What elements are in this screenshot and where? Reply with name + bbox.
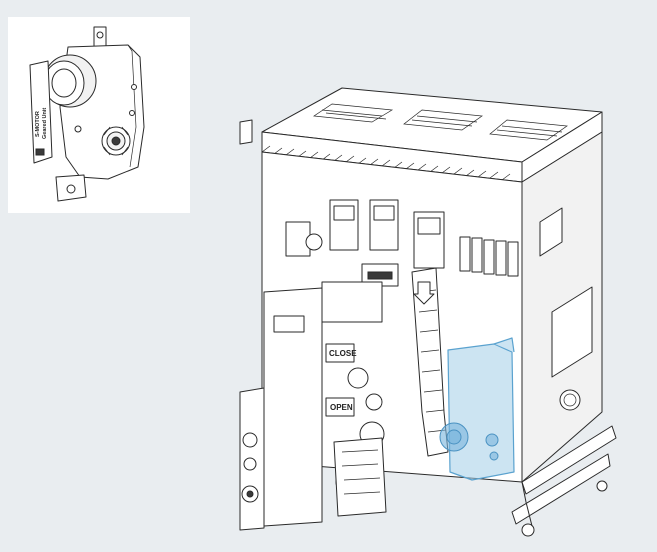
open-button-label: OPEN: [330, 403, 353, 412]
circuit-breaker-diagram: CLOSE OPEN: [222, 82, 622, 542]
direction-arrow: [413, 281, 435, 305]
side-label-text-1: S-MOTOR: [35, 111, 41, 137]
front-panel-window: [273, 315, 305, 333]
aux-relay: [285, 221, 311, 257]
indicator-mid: [243, 457, 257, 471]
side-label-text-2: Geared Unit: [42, 108, 48, 139]
charging-chain: [411, 267, 449, 457]
motor-detail-drawing: S-MOTOR Geared Unit: [29, 26, 145, 202]
side-knob: [559, 389, 581, 411]
auxiliary-contacts: [459, 236, 519, 277]
indicator-top: [242, 432, 258, 448]
motor-highlight: [447, 343, 515, 481]
terminal-block: [35, 148, 45, 156]
open-button: [325, 397, 355, 417]
close-button-label: CLOSE: [329, 349, 357, 358]
operating-mechanism: [321, 281, 387, 517]
circuit-breaker-drawing: CLOSE OPEN: [239, 87, 617, 537]
arc-chute-vents: [312, 103, 568, 141]
roller-back: [596, 480, 608, 492]
bottom-mount-hole: [66, 184, 76, 194]
gear-shaft: [111, 136, 121, 146]
top-mount-hole: [96, 31, 104, 39]
roller-front: [521, 523, 535, 537]
motor-detail-inset: S-MOTOR Geared Unit: [8, 17, 190, 213]
close-button: [325, 343, 355, 363]
side-label-plate: [29, 60, 53, 164]
withdrawal-rail: [521, 425, 617, 495]
left-end-terminal: [239, 119, 253, 145]
coil-units: [329, 199, 445, 269]
